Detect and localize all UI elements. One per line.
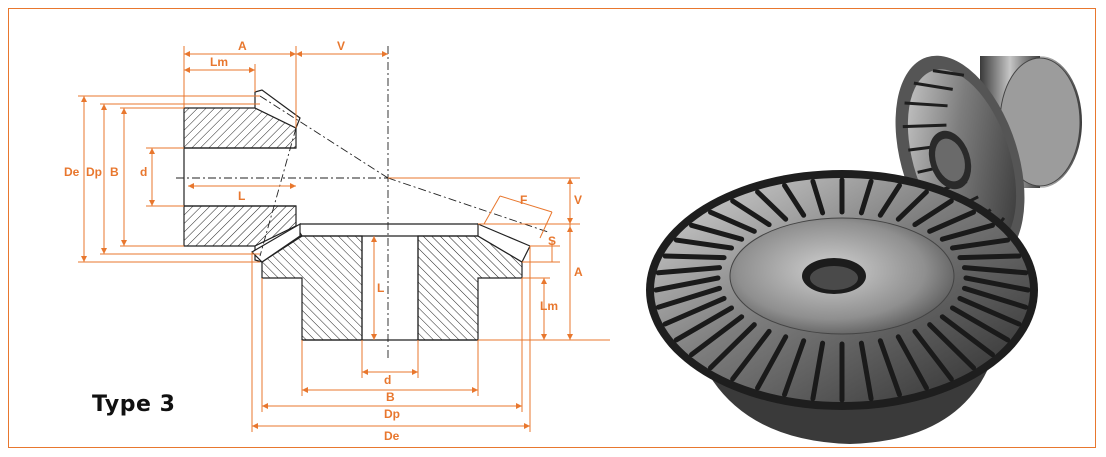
gear-tooth <box>689 314 745 358</box>
dimension-arrows <box>81 51 573 429</box>
pinion-dimension-labels: A V Lm De Dp B d L <box>64 39 345 203</box>
gear-tooth <box>939 314 995 358</box>
label-De-pinion: De <box>64 165 80 179</box>
label-Dp-pinion: Dp <box>86 165 102 179</box>
centre-lines <box>176 46 549 360</box>
gear-tooth <box>877 182 902 218</box>
pinion-section <box>183 89 303 263</box>
gear-tooth <box>927 209 977 234</box>
gear-tooth <box>957 253 1022 261</box>
gear-tooth <box>707 322 757 371</box>
gear-tooth <box>927 322 977 371</box>
gear-tooth <box>730 198 772 228</box>
gear-dimension-labels: F V S A Lm L d B Dp De <box>377 193 583 443</box>
label-Dp-gear: Dp <box>384 407 400 421</box>
label-d-gear: d <box>384 373 391 387</box>
gear-tooth <box>939 222 995 242</box>
gear-tooth <box>963 275 1031 293</box>
gear-tooth <box>877 338 902 398</box>
label-B-pinion: B <box>110 165 119 179</box>
gear-tooth <box>655 265 723 276</box>
gear-tooth <box>949 305 1011 343</box>
gear-tooth <box>653 275 721 293</box>
label-V-gear: V <box>574 193 582 207</box>
gear-tooth <box>782 182 807 218</box>
gear-tooth <box>858 340 874 402</box>
gear-tooth <box>755 334 789 391</box>
gear-tooth <box>655 285 723 310</box>
label-A-gear: A <box>574 265 583 279</box>
label-A-pinion: A <box>238 39 247 53</box>
gear-tooth <box>662 295 727 327</box>
type-label: Type 3 <box>92 392 176 417</box>
label-Lm-pinion: Lm <box>210 55 228 69</box>
label-L-gear: L <box>377 281 384 295</box>
label-d-pinion: d <box>140 165 147 179</box>
label-De-gear: De <box>384 429 400 443</box>
gear-tooth <box>961 265 1029 276</box>
gear-tooth <box>782 338 807 398</box>
gear-tooth <box>895 189 929 222</box>
gear-section <box>251 222 531 341</box>
gear-tooth <box>707 209 757 234</box>
dimension-lines <box>78 46 610 432</box>
gear-tooth <box>895 334 929 391</box>
gear-tooth <box>858 178 874 216</box>
gear-tooth <box>810 340 826 402</box>
gear-tooth <box>689 222 745 242</box>
label-S-gear: S <box>548 234 556 248</box>
gear-tooth <box>961 285 1029 310</box>
large-gear-photo <box>646 170 1038 444</box>
gear-tooth <box>662 253 727 261</box>
gear-tooth <box>673 237 735 251</box>
label-Lm-gear: Lm <box>540 299 558 313</box>
gear-tooth <box>810 178 826 216</box>
gear-tooth <box>912 198 954 228</box>
gear-tooth <box>957 295 1022 327</box>
label-V-pinion: V <box>337 39 345 53</box>
gear-tooth <box>755 189 789 222</box>
gear-tooth <box>730 328 772 382</box>
gear-tooth <box>673 305 735 343</box>
gear-tooth <box>912 328 954 382</box>
label-B-gear: B <box>386 390 395 404</box>
label-F-gear: F <box>520 193 527 207</box>
gear-tooth <box>949 237 1011 251</box>
label-L-pinion: L <box>238 189 245 203</box>
